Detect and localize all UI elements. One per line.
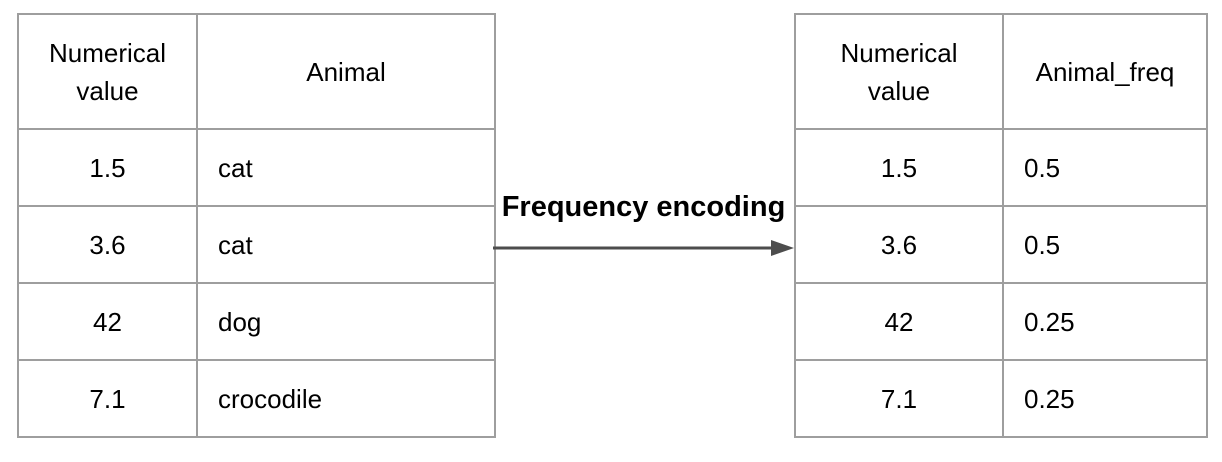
column-header-numerical-value: Numerical value (794, 13, 1004, 130)
animal-freq-cell: 0.25 (1002, 359, 1208, 438)
original-data-table: Numerical value Animal 1.5 cat 3.6 cat 4… (17, 13, 496, 438)
table-header-row: Numerical value Animal (17, 13, 496, 130)
numerical-value-cell: 3.6 (794, 205, 1004, 284)
column-header-numerical-value: Numerical value (17, 13, 198, 130)
numerical-value-cell: 1.5 (17, 128, 198, 207)
numerical-value-cell: 42 (17, 282, 198, 361)
animal-freq-cell: 0.25 (1002, 282, 1208, 361)
animal-cell: crocodile (196, 359, 496, 438)
table-row: 7.1 crocodile (17, 359, 496, 438)
animal-cell: cat (196, 205, 496, 284)
column-header-animal: Animal (196, 13, 496, 130)
transformation-label: Frequency encoding (501, 191, 786, 223)
animal-freq-cell: 0.5 (1002, 128, 1208, 207)
table-row: 1.5 cat (17, 128, 496, 207)
table-row: 42 dog (17, 282, 496, 361)
numerical-value-cell: 1.5 (794, 128, 1004, 207)
table-row: 1.5 0.5 (794, 128, 1208, 207)
animal-cell: dog (196, 282, 496, 361)
table-row: 42 0.25 (794, 282, 1208, 361)
animal-cell: cat (196, 128, 496, 207)
animal-freq-cell: 0.5 (1002, 205, 1208, 284)
right-arrow-icon (493, 240, 794, 256)
numerical-value-cell: 7.1 (17, 359, 198, 438)
table-header-row: Numerical value Animal_freq (794, 13, 1208, 130)
encoded-data-table: Numerical value Animal_freq 1.5 0.5 3.6 … (794, 13, 1208, 438)
numerical-value-cell: 3.6 (17, 205, 198, 284)
column-header-animal-freq: Animal_freq (1002, 13, 1208, 130)
numerical-value-cell: 7.1 (794, 359, 1004, 438)
numerical-value-cell: 42 (794, 282, 1004, 361)
table-row: 7.1 0.25 (794, 359, 1208, 438)
table-row: 3.6 0.5 (794, 205, 1208, 284)
table-row: 3.6 cat (17, 205, 496, 284)
